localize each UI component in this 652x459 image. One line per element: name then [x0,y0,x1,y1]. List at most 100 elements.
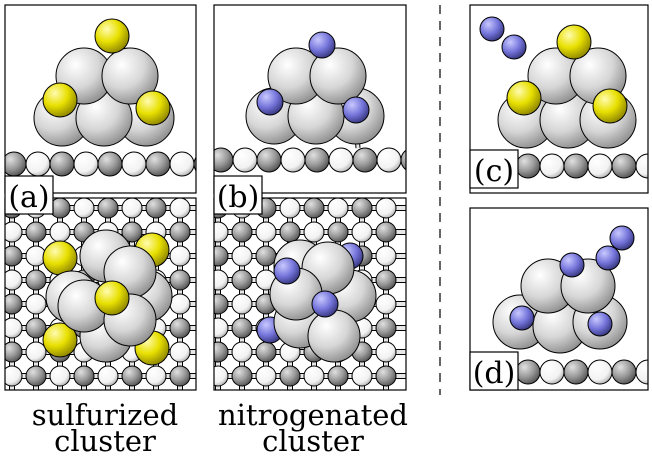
substrate-atom-light [279,198,301,219]
substrate-atom-light [635,359,648,385]
substrate-atom [25,269,47,291]
substrate-atom-light [49,365,71,387]
substrate-atom [214,245,229,267]
panel-label-c: (c) [474,154,514,189]
substrate-atom [145,198,167,219]
substrate-atom [375,221,397,243]
substrate-atom [5,293,23,315]
substrate-atom [375,317,397,339]
substrate-atom [169,365,191,387]
caption-sulfurized-line1: sulfurized [31,398,179,432]
substrate-atom [256,147,282,173]
substrate-atom-light [169,341,191,363]
substrate-atom [515,359,541,385]
nitrogen-atom [342,96,370,124]
panel-a-side-view [5,18,196,177]
substrate-atom [231,317,253,339]
substrate-atom [515,153,541,179]
sulfur-atom [135,90,171,126]
sulfur-atom [94,280,130,316]
substrate-atom-light [255,221,277,243]
substrate-atom [611,153,637,179]
substrate-atom [231,221,253,243]
substrate-atom-light [280,147,306,173]
substrate-atom-light [5,365,23,387]
substrate-atom-light [169,245,191,267]
substrate-atom [97,151,123,177]
substrate-atom-light [5,317,23,339]
panel-label-d: (d) [473,356,516,391]
substrate-atom-light [231,245,253,267]
substrate-atom-light [539,359,565,385]
substrate-atom-light [214,317,229,339]
substrate-atom-light [214,221,229,243]
substrate-atom-light [351,221,373,243]
nitrogen-atom [587,311,613,337]
substrate-atom-light [587,153,613,179]
substrate-atom-light [49,221,71,243]
substrate-atom [145,151,171,177]
substrate-atom-light [73,151,99,177]
substrate-atom [255,341,277,363]
substrate-atom-light [231,293,253,315]
substrate-atom [563,153,589,179]
substrate-atom [5,245,23,267]
substrate-atom-light [303,365,325,387]
substrate-atom-light [169,198,191,219]
substrate-atom-light [351,365,373,387]
sulfur-atom [94,18,130,54]
substrate-atom-light [375,341,397,363]
substrate-atom [303,198,325,219]
substrate-atom-light [169,293,191,315]
panel-a-top-view [5,198,196,390]
substrate-atom [5,341,23,363]
panel-c-frame [469,4,649,194]
sulfur-atom [556,24,592,60]
substrate-atom-light [232,147,258,173]
substrate-atom-light [376,147,402,173]
substrate-atom-light [25,151,51,177]
substrate-atom [121,365,143,387]
substrate-atom [49,151,75,177]
caption-sulfurized: sulfurized cluster [5,398,205,458]
sulfur-atom [592,88,628,124]
substrate-atom-light [97,365,119,387]
label-box-b [213,175,263,215]
substrate-atom-light [375,293,397,315]
substrate-atom-light [121,198,143,219]
substrate-atom-light [25,293,47,315]
substrate-atom [563,359,589,385]
metal-atom [101,47,159,105]
substrate-atom [352,147,378,173]
nitrogen-atom [501,34,527,60]
caption-nitrogenated-line2: cluster [262,424,364,458]
caption-sulfurized-line2: cluster [54,424,156,458]
nitrogen-atom [273,257,301,285]
substrate-atom-light [169,151,195,177]
nitrogen-atom [311,290,339,318]
substrate-atom [611,359,637,385]
panel-label-a: (a) [8,180,49,215]
substrate-atom-light [375,198,397,219]
substrate-atom [375,365,397,387]
sulfur-atom [42,322,78,358]
substrate-atom-light [5,221,23,243]
substrate-atom [25,365,47,387]
substrate-atom [25,221,47,243]
substrate-atom [169,269,191,291]
nitrogen-atom [509,305,535,331]
panel-a-top-frame [4,197,197,391]
panel-d-frame [469,207,649,391]
metal-atom [309,47,367,105]
substrate-atom-light [73,198,95,219]
substrate-atom [327,221,349,243]
substrate-atom-light [5,269,23,291]
substrate-atom [375,269,397,291]
label-box-a [4,175,54,215]
substrate-atom-light [539,153,565,179]
substrate-atom [214,147,234,173]
substrate-atom [304,147,330,173]
substrate-atom [214,341,229,363]
nitrogen-atom [479,16,505,42]
